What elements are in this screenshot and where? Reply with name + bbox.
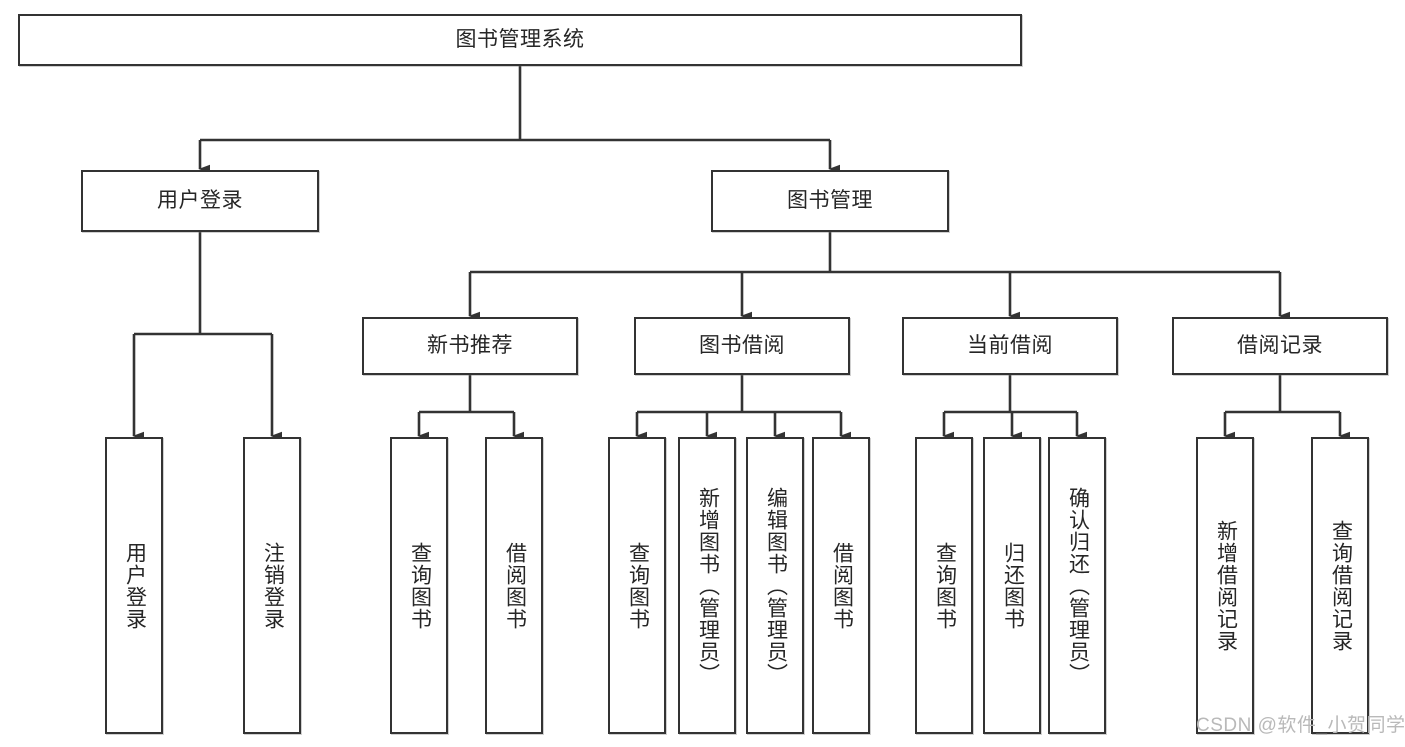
node-label-book-manage: 图书管理 <box>787 189 873 213</box>
node-leaf-borrow-book-rec[interactable]: 借阅图书 <box>485 437 543 734</box>
node-leaf-user-logout[interactable]: 注销登录 <box>243 437 301 734</box>
node-label-borrow-record: 借阅记录 <box>1237 334 1323 358</box>
node-leaf-add-record[interactable]: 新增借阅记录 <box>1196 437 1254 734</box>
node-label-book-borrow: 图书借阅 <box>699 334 785 358</box>
node-label-leaf-return-book: 归还图书 <box>1001 541 1025 630</box>
node-leaf-borrow-book[interactable]: 借阅图书 <box>812 437 870 734</box>
node-label-leaf-query-book-cur: 查询图书 <box>933 541 957 630</box>
node-label-root: 图书管理系统 <box>455 28 585 52</box>
csdn-watermark: CSDN @软件_小贺同学 <box>1196 715 1405 736</box>
node-label-leaf-confirm-return: 确认归还（管理员） <box>1066 486 1090 685</box>
node-label-leaf-add-record: 新增借阅记录 <box>1214 519 1238 652</box>
node-new-book-recommend[interactable]: 新书推荐 <box>362 317 578 375</box>
node-label-leaf-query-record: 查询借阅记录 <box>1329 519 1353 652</box>
node-label-leaf-user-login: 用户登录 <box>123 541 147 630</box>
node-label-new-book-recommend: 新书推荐 <box>427 334 513 358</box>
node-book-borrow[interactable]: 图书借阅 <box>634 317 850 375</box>
node-root[interactable]: 图书管理系统 <box>18 14 1022 66</box>
node-label-current-borrow: 当前借阅 <box>967 334 1053 358</box>
node-leaf-confirm-return[interactable]: 确认归还（管理员） <box>1048 437 1106 734</box>
node-current-borrow[interactable]: 当前借阅 <box>902 317 1118 375</box>
node-label-leaf-query-book-rec: 查询图书 <box>408 541 432 630</box>
node-label-leaf-edit-book: 编辑图书（管理员） <box>764 486 788 685</box>
node-leaf-user-login[interactable]: 用户登录 <box>105 437 163 734</box>
node-label-leaf-borrow-book-rec: 借阅图书 <box>503 541 527 630</box>
node-label-leaf-user-logout: 注销登录 <box>261 541 285 630</box>
node-label-user-login: 用户登录 <box>157 189 243 213</box>
node-borrow-record[interactable]: 借阅记录 <box>1172 317 1388 375</box>
node-user-login[interactable]: 用户登录 <box>81 170 319 232</box>
node-leaf-add-book[interactable]: 新增图书（管理员） <box>678 437 736 734</box>
node-leaf-query-book[interactable]: 查询图书 <box>608 437 666 734</box>
node-leaf-query-book-cur[interactable]: 查询图书 <box>915 437 973 734</box>
node-leaf-edit-book[interactable]: 编辑图书（管理员） <box>746 437 804 734</box>
node-label-leaf-query-book: 查询图书 <box>626 541 650 630</box>
node-label-leaf-add-book: 新增图书（管理员） <box>696 486 720 685</box>
node-label-leaf-borrow-book: 借阅图书 <box>830 541 854 630</box>
node-leaf-query-book-rec[interactable]: 查询图书 <box>390 437 448 734</box>
node-leaf-return-book[interactable]: 归还图书 <box>983 437 1041 734</box>
node-book-manage[interactable]: 图书管理 <box>711 170 949 232</box>
node-leaf-query-record[interactable]: 查询借阅记录 <box>1311 437 1369 734</box>
